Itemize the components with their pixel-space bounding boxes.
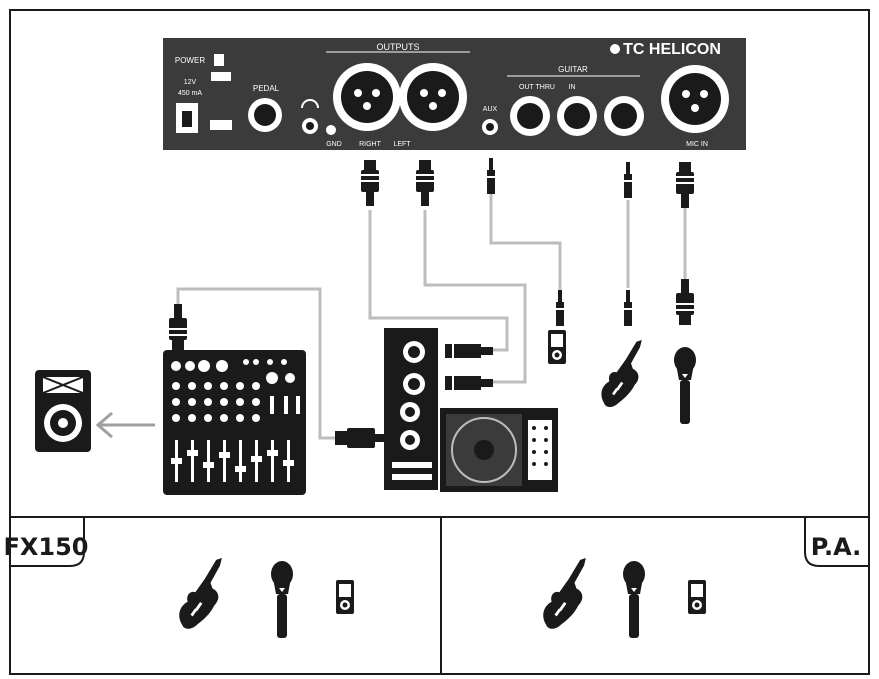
pedal-label: PEDAL xyxy=(253,84,280,93)
microphone-icon xyxy=(674,347,696,424)
plug-guitar-top xyxy=(624,162,632,198)
plug-mixer-top xyxy=(169,304,187,350)
cable-left-output xyxy=(423,210,527,384)
arrow-left-icon xyxy=(95,411,155,439)
in-label: IN xyxy=(569,84,576,91)
fx150-label: FX150 xyxy=(4,533,89,561)
plug-mic-top xyxy=(676,162,694,208)
pa-mic-icon xyxy=(623,561,645,638)
pa-panel: P.A. xyxy=(543,516,870,638)
cable-mixer-to-monitor xyxy=(176,287,335,440)
fx150-amp-speaker xyxy=(440,408,558,492)
brand-name: TC HELICON xyxy=(623,41,721,58)
plug-left-output xyxy=(416,160,434,206)
guitar-label: GUITAR xyxy=(558,65,588,74)
out-thru-label: OUT THRU xyxy=(519,84,555,91)
electric-guitar-icon xyxy=(601,340,642,408)
power-label: POWER xyxy=(175,56,205,65)
fx150-guitar-icon xyxy=(179,558,222,629)
plug-aux-bottom xyxy=(556,290,564,326)
fx150-player-icon xyxy=(336,580,354,614)
brand-logo-icon xyxy=(610,44,620,54)
plug-amp-output xyxy=(335,428,385,448)
right-label: RIGHT xyxy=(359,141,382,148)
voltage-label: 12V xyxy=(184,79,197,86)
lock-icon xyxy=(214,54,224,66)
plug-amp-input-2 xyxy=(445,376,493,390)
fx150-panel: FX150 xyxy=(4,516,354,638)
plug-mic-bottom xyxy=(676,279,694,325)
pa-player-icon xyxy=(688,580,706,614)
cable-aux xyxy=(489,190,562,292)
pa-guitar-icon xyxy=(543,558,586,629)
plug-aux xyxy=(487,158,495,194)
fx150-amp-input-panel xyxy=(384,328,438,490)
cable-right-output xyxy=(368,210,509,352)
monitor-speaker xyxy=(35,370,91,452)
mixer xyxy=(163,350,306,495)
left-label: LEFT xyxy=(393,141,411,148)
kensington-slot xyxy=(211,72,231,81)
headphones-icon xyxy=(301,99,319,109)
cables xyxy=(176,190,687,440)
mic-in-label: MIC IN xyxy=(686,141,708,148)
media-player-icon xyxy=(548,330,566,364)
outputs-label: OUTPUTS xyxy=(376,42,419,52)
plug-guitar-bottom xyxy=(624,290,632,326)
gnd-label: GND xyxy=(326,141,342,148)
plug-amp-input-1 xyxy=(445,344,493,358)
plug-right-output xyxy=(361,160,379,206)
aux-label: AUX xyxy=(483,106,498,113)
fx150-mic-icon xyxy=(271,561,293,638)
ground-screw xyxy=(326,125,336,135)
outer-frame xyxy=(9,9,870,675)
device-rear-panel: POWER 12V 450 mA PEDAL GND OUTPUTS RIGHT… xyxy=(163,38,746,150)
usb-port xyxy=(210,120,232,130)
current-label: 450 mA xyxy=(178,90,202,97)
pa-label: P.A. xyxy=(811,533,861,561)
